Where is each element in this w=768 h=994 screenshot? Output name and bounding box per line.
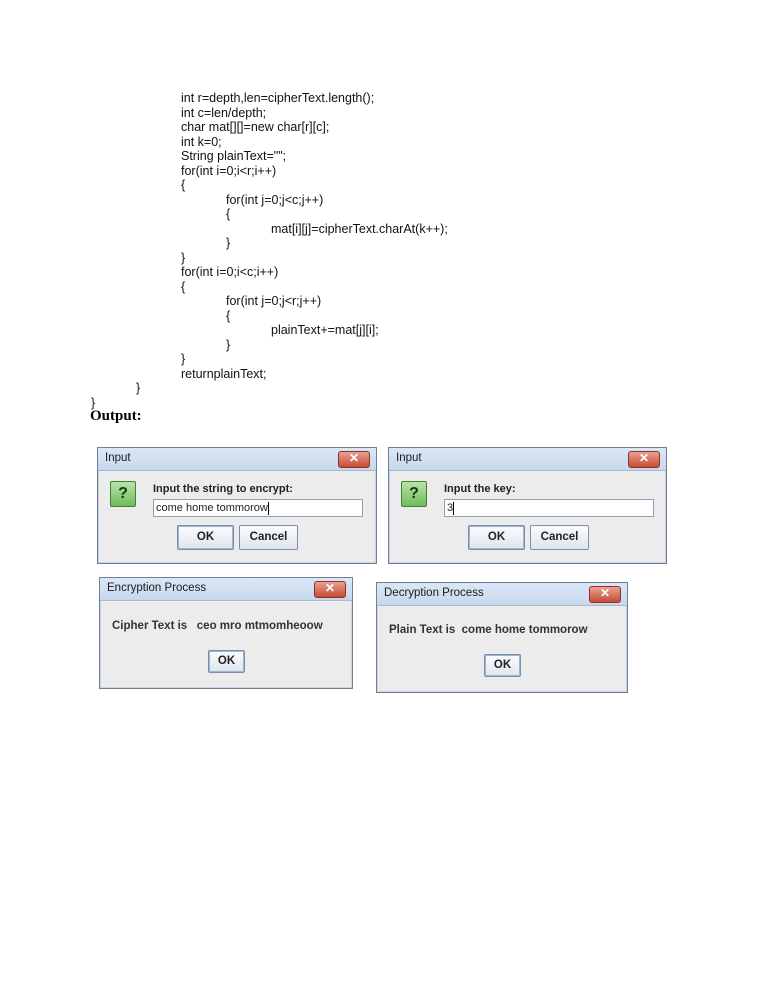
code-line: for(int j=0;j<c;j++) — [226, 193, 324, 207]
code-line: int r=depth,len=cipherText.length(); — [181, 91, 375, 105]
ok-button[interactable]: OK — [468, 525, 525, 550]
code-line: } — [226, 236, 231, 250]
prompt-label: Input the string to encrypt: — [153, 483, 293, 495]
cancel-button[interactable]: Cancel — [239, 525, 298, 550]
code-line: for(int j=0;j<r;j++) — [226, 294, 322, 308]
dialog-title: Decryption Process — [384, 587, 484, 599]
ok-button[interactable]: OK — [208, 650, 245, 673]
code-line: for(int i=0;i<c;i++) — [181, 265, 279, 279]
encryption-dialog: Encryption Process ✕ Cipher Text is ceo … — [99, 577, 353, 689]
cipher-text-message: Cipher Text is ceo mro mtmomheoow — [112, 620, 323, 632]
code-line: int c=len/depth; — [181, 106, 267, 120]
close-button[interactable]: ✕ — [314, 581, 346, 598]
close-icon: ✕ — [599, 586, 611, 600]
question-icon: ? — [401, 481, 427, 507]
code-line: { — [226, 309, 231, 323]
cancel-button[interactable]: Cancel — [530, 525, 589, 550]
text-caret — [453, 501, 455, 515]
dialog-titlebar[interactable]: Input ✕ — [98, 448, 376, 471]
dialog-titlebar[interactable]: Encryption Process ✕ — [100, 578, 352, 601]
string-input-value: come home tommorow — [156, 502, 268, 514]
code-line: } — [181, 352, 186, 366]
plain-text-message: Plain Text is come home tommorow — [389, 624, 588, 636]
question-icon: ? — [110, 481, 136, 507]
close-button[interactable]: ✕ — [628, 451, 660, 468]
key-input-value: 3 — [447, 502, 454, 514]
code-line: } — [91, 396, 96, 410]
dialog-title: Input — [396, 452, 422, 464]
string-input[interactable]: come home tommorow — [153, 499, 363, 517]
code-line: String plainText=""; — [181, 149, 287, 163]
code-line: } — [181, 251, 186, 265]
close-icon: ✕ — [348, 451, 360, 465]
code-line: { — [226, 207, 231, 221]
code-line: } — [136, 381, 141, 395]
decryption-dialog: Decryption Process ✕ Plain Text is come … — [376, 582, 628, 693]
code-line: { — [181, 280, 186, 294]
code-line: int k=0; — [181, 135, 222, 149]
dialog-title: Encryption Process — [107, 582, 207, 594]
code-line: for(int i=0;i<r;i++) — [181, 164, 277, 178]
dialog-titlebar[interactable]: Decryption Process ✕ — [377, 583, 627, 606]
close-icon: ✕ — [324, 581, 336, 595]
dialog-titlebar[interactable]: Input ✕ — [389, 448, 666, 471]
ok-button[interactable]: OK — [177, 525, 234, 550]
code-line: plainText+=mat[j][i]; — [271, 323, 379, 337]
close-icon: ✕ — [638, 451, 650, 465]
code-line: } — [226, 338, 231, 352]
close-button[interactable]: ✕ — [589, 586, 621, 603]
input-key-dialog: Input ✕ ? Input the key: 3 OK Cancel — [388, 447, 667, 564]
code-line: { — [181, 178, 186, 192]
input-string-dialog: Input ✕ ? Input the string to encrypt: c… — [97, 447, 377, 564]
output-heading: Output: — [90, 408, 142, 424]
ok-button[interactable]: OK — [484, 654, 521, 677]
code-line: char mat[][]=new char[r][c]; — [181, 120, 330, 134]
key-input[interactable]: 3 — [444, 499, 654, 517]
code-line: mat[i][j]=cipherText.charAt(k++); — [271, 222, 448, 236]
prompt-label: Input the key: — [444, 483, 516, 495]
code-line: returnplainText; — [181, 367, 267, 381]
text-caret — [267, 501, 269, 515]
close-button[interactable]: ✕ — [338, 451, 370, 468]
dialog-title: Input — [105, 452, 131, 464]
